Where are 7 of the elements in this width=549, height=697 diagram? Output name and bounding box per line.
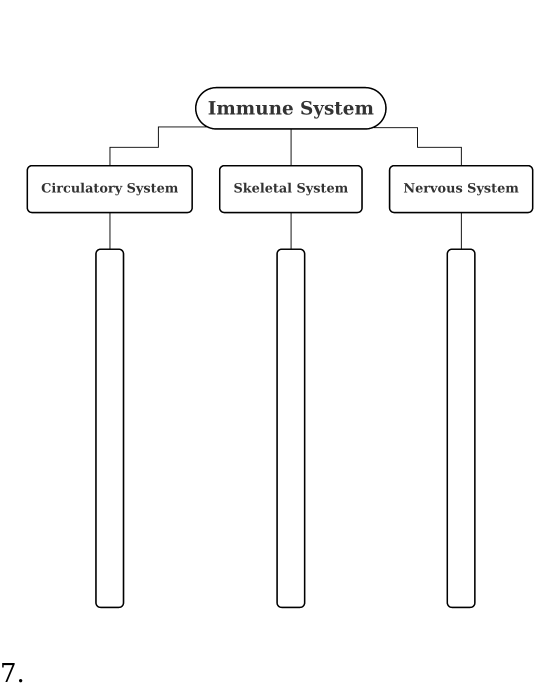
connector	[290, 128, 292, 167]
connector	[290, 212, 292, 250]
connector	[460, 212, 462, 250]
connector	[374, 127, 462, 167]
item-number: 7.	[0, 659, 25, 689]
connector	[110, 126, 208, 167]
connector	[110, 212, 111, 250]
